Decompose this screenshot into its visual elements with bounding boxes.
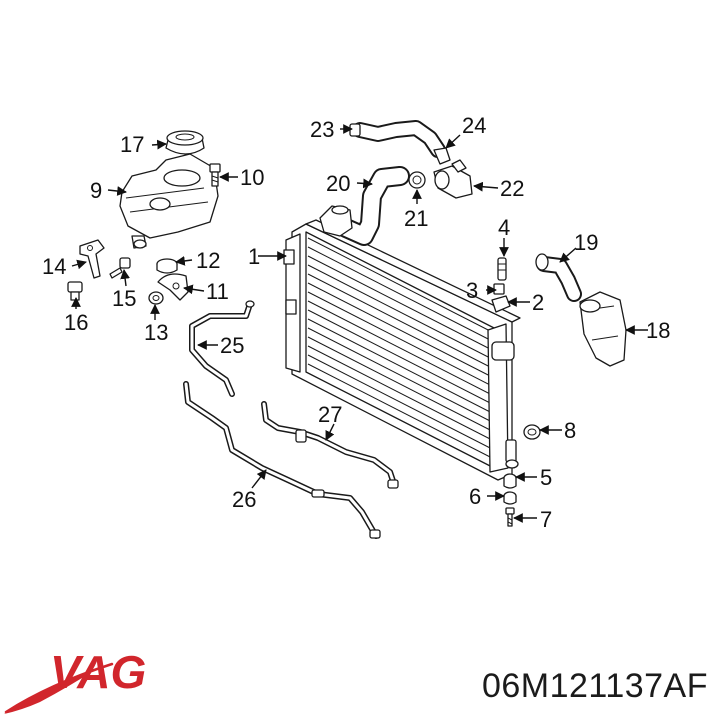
- hose-25: [189, 300, 255, 397]
- callout-8: 8: [564, 418, 576, 443]
- radiator-fin: [307, 327, 497, 425]
- hose-19: [535, 253, 582, 302]
- callout-14: 14: [42, 254, 66, 279]
- bushing-6: [503, 491, 517, 505]
- callout-1: 1: [248, 244, 260, 269]
- callout-15: 15: [112, 286, 136, 311]
- bolt-7: [505, 507, 515, 527]
- radiator-fin: [307, 255, 497, 353]
- callout-26: 26: [232, 487, 256, 512]
- radiator-fin: [307, 345, 497, 443]
- callout-23: 23: [310, 117, 334, 142]
- callout-leaders: [71, 124, 648, 523]
- radiator-fin: [307, 246, 497, 344]
- callout-6: 6: [469, 484, 481, 509]
- callout-9: 9: [90, 178, 102, 203]
- radiator-fin: [307, 318, 497, 416]
- sensor-4: [497, 257, 507, 281]
- callout-12: 12: [196, 248, 220, 273]
- radiator-fin: [307, 273, 497, 371]
- bushing-5: [503, 473, 517, 489]
- bushing-12: [156, 258, 178, 274]
- radiator: [283, 219, 521, 481]
- vag-logo: VAG: [4, 646, 146, 714]
- radiator-fin: [307, 336, 497, 434]
- radiator-fin: [307, 309, 497, 407]
- callout-18: 18: [646, 318, 670, 343]
- radiator-fin: [307, 237, 497, 335]
- screw-10: [209, 163, 221, 187]
- callout-4: 4: [498, 215, 510, 240]
- vag-logo-swoosh: [4, 668, 98, 714]
- callout-22: 22: [500, 176, 524, 201]
- mount-8: [523, 424, 541, 440]
- radiator-fin: [307, 282, 497, 380]
- callout-24: 24: [462, 113, 486, 138]
- callout-16: 16: [64, 310, 88, 335]
- connector-22: [433, 159, 473, 199]
- expansion-tank: [119, 153, 219, 249]
- hose-23: [349, 120, 451, 165]
- bolt-15: [109, 257, 131, 279]
- callout-17: 17: [120, 132, 144, 157]
- radiator-fin: [307, 291, 497, 389]
- callout-10: 10: [240, 165, 264, 190]
- radiator-fin: [307, 264, 497, 362]
- radiator-fin: [307, 300, 497, 398]
- radiator-fin: [307, 363, 497, 461]
- air-duct-18: [579, 291, 627, 367]
- nut-13: [148, 291, 164, 305]
- hose-20: [319, 166, 410, 246]
- callout-19: 19: [574, 230, 598, 255]
- callout-numbers: 1 2 3 4 5 6 7 8 9 10 11 12 13 14 15 16 1…: [42, 113, 670, 532]
- callout-11: 11: [206, 279, 229, 304]
- callout-5: 5: [540, 465, 552, 490]
- callout-20: 20: [326, 171, 350, 196]
- callout-21: 21: [404, 206, 428, 231]
- clip-3: [493, 283, 505, 295]
- expansion-tank-cap: [165, 130, 205, 155]
- callout-13: 13: [144, 320, 168, 345]
- callout-25: 25: [220, 333, 244, 358]
- hose-clip-21: [408, 171, 426, 189]
- bracket-14: [79, 239, 105, 279]
- hose-26: [183, 381, 381, 539]
- callout-27: 27: [318, 402, 342, 427]
- bracket-11: [157, 273, 189, 301]
- callout-7: 7: [540, 507, 552, 532]
- hose-27: [261, 401, 399, 489]
- radiator-fin: [307, 354, 497, 452]
- callout-3: 3: [466, 278, 478, 303]
- sensor-16: [67, 281, 83, 301]
- bracket-2: [491, 295, 511, 313]
- callout-2: 2: [532, 290, 544, 315]
- vag-logo-text: VAG: [50, 646, 146, 698]
- part-number: 06M121137AF: [481, 667, 708, 705]
